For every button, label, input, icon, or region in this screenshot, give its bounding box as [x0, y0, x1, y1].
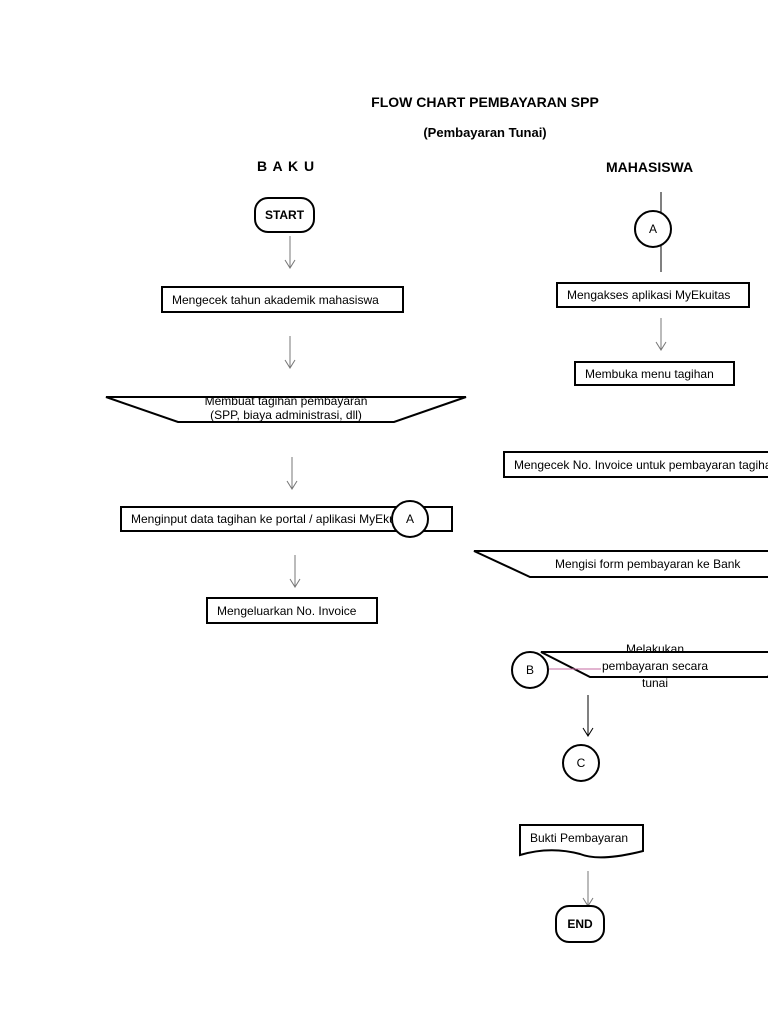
step-issue-invoice: Mengeluarkan No. Invoice	[206, 597, 378, 624]
manual-input-shape	[473, 550, 768, 578]
step-check-academic-year: Mengecek tahun akademik mahasiswa	[161, 286, 404, 313]
arrow-to-c	[582, 695, 594, 737]
end-terminal: END	[555, 905, 605, 943]
connector-a-mid: A	[391, 500, 429, 538]
step-payment-receipt: Bukti Pembayaran	[530, 831, 629, 845]
mahasiswa-arrows	[582, 318, 667, 907]
page-subtitle: (Pembayaran Tunai)	[423, 125, 547, 140]
lane-mahasiswa: MAHASISWA	[606, 159, 694, 175]
step-open-billing-menu: Membuka menu tagihan	[574, 361, 735, 386]
step-cash-payment-text: Melakukan pembayaran secara tunai	[601, 642, 709, 690]
baku-arrows	[284, 236, 301, 588]
connector-c: C	[562, 744, 600, 782]
start-terminal: START	[254, 197, 315, 233]
page-title: FLOW CHART PEMBAYARAN SPP	[371, 94, 599, 110]
document-shape	[519, 824, 644, 859]
step-access-app: Mengakses aplikasi MyEkuitas	[556, 282, 750, 308]
step-check-invoice: Mengecek No. Invoice untuk pembayaran ta…	[503, 451, 768, 478]
manual-operation-text: Membuat tagihan pembayaran (SPP, biaya a…	[204, 394, 368, 422]
connector-a-top: A	[634, 210, 672, 248]
manual-operation-shape	[105, 396, 467, 423]
connector-b: B	[511, 651, 549, 689]
lane-baku: B A K U	[257, 158, 316, 174]
payment-trapezoid-shape	[540, 651, 768, 678]
step-fill-bank-form: Mengisi form pembayaran ke Bank	[555, 557, 741, 571]
